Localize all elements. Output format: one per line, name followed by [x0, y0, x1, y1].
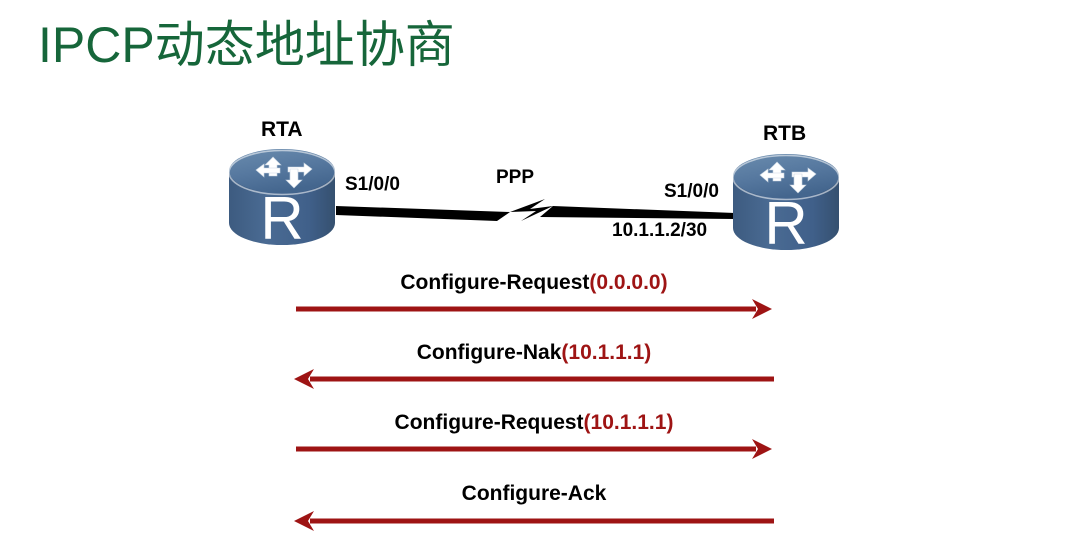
message-value-1: (0.0.0.0): [589, 271, 668, 294]
svg-text:R: R: [764, 190, 807, 256]
message-label-3: Configure-Request(10.1.1.1): [296, 411, 772, 435]
router-icon: R: [228, 149, 336, 251]
message-name-1: Configure-Request: [400, 271, 590, 294]
message-value-2: (10.1.1.1): [561, 341, 652, 364]
message-name-4: Configure-Ack: [461, 482, 607, 505]
message-name-2: Configure-Nak: [416, 341, 562, 364]
message-label-2: Configure-Nak(10.1.1.1): [296, 341, 772, 365]
router-rtb[interactable]: R: [730, 148, 842, 256]
interface-label-rtb: S1/0/0: [664, 181, 719, 202]
svg-text:R: R: [260, 185, 303, 251]
link-protocol-label: PPP: [496, 167, 535, 188]
message-label-1: Configure-Request(0.0.0.0): [296, 271, 772, 295]
link-segment-left: [336, 206, 510, 221]
router-icon: R: [732, 154, 840, 256]
message-arrow-3: [296, 439, 772, 459]
ip-address-label-rtb: 10.1.1.2/30: [612, 220, 708, 241]
link-segment-right: [540, 206, 735, 219]
message-value-3: (10.1.1.1): [583, 411, 674, 434]
message-arrow-1: [296, 299, 772, 319]
router-rta[interactable]: R: [226, 143, 338, 251]
node-label-rtb: RTB: [763, 122, 807, 145]
lightning-bolt-icon: [510, 199, 553, 221]
interface-label-rta: S1/0/0: [345, 174, 400, 195]
page-title: IPCP动态地址协商: [38, 17, 455, 73]
message-arrow-2: [294, 369, 774, 389]
message-arrow-4: [294, 511, 774, 531]
message-label-4: Configure-Ack: [296, 482, 772, 506]
message-name-3: Configure-Request: [394, 411, 584, 434]
node-label-rta: RTA: [261, 118, 303, 141]
